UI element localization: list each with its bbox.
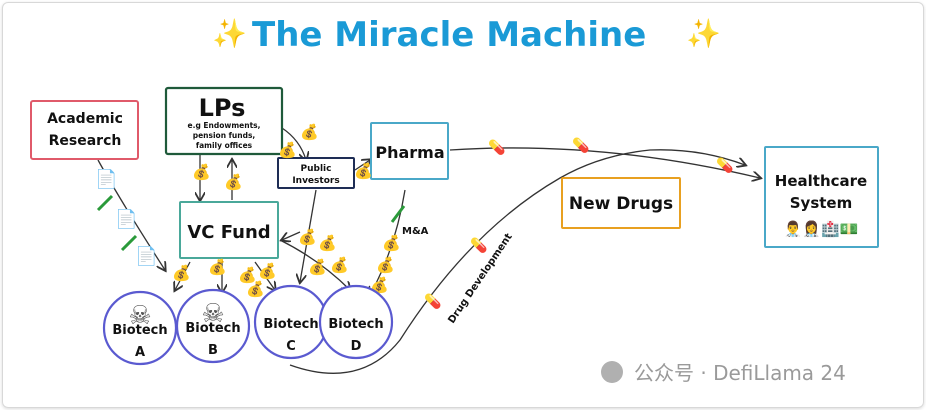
academic-label-2: Research <box>49 133 122 149</box>
biotech-letter-b: B <box>208 343 218 358</box>
pill-icon: 💊 <box>716 156 734 174</box>
lps-label: LPs <box>199 94 246 122</box>
skull-icon: ☠ <box>201 299 224 328</box>
vc-fund-label: VC Fund <box>187 222 270 243</box>
biotech-name-b: Biotech <box>185 321 240 336</box>
arrow-lps-to-public <box>281 127 306 160</box>
document-icon: 📄 <box>95 168 117 189</box>
pill-icon: 💊 <box>572 136 590 154</box>
document-icon: 📄 <box>115 208 137 229</box>
public-label-1: Public <box>301 164 332 174</box>
money-bag-icon: 💰 <box>278 141 297 159</box>
money-bag-icon: 💰 <box>208 258 227 276</box>
pharma-label: Pharma <box>375 143 444 162</box>
ma-label: M&A <box>402 226 429 237</box>
pills: 💊 💊 💊 💊 💊 <box>424 136 734 310</box>
academic-research-box <box>30 100 139 160</box>
arrow-public-to-biotech-c <box>300 189 317 282</box>
academic-label-1: Academic <box>47 111 123 127</box>
lps-box <box>164 86 284 156</box>
money-bag-icon: 💰 <box>300 123 319 141</box>
pill-icon: 💊 <box>470 236 488 254</box>
arrow-back-to-vc <box>282 231 301 240</box>
syringe-icon <box>390 205 406 223</box>
money-bag-icon: 💰 <box>238 266 257 284</box>
money-bag-icon: 💰 <box>192 163 211 181</box>
new-drugs-label: New Drugs <box>569 194 673 214</box>
money-bag-icon: 💰 <box>246 280 265 298</box>
vc-fund-box <box>179 201 279 259</box>
biotech-letter-d: D <box>351 339 362 354</box>
arrow-vc-to-biotech-d <box>279 239 350 290</box>
money-bag-icon: 💰 <box>330 256 349 274</box>
syringe-icon <box>96 194 114 212</box>
money-bag-icon: 💰 <box>298 228 317 246</box>
skull-icon: ☠ <box>128 301 151 330</box>
money-bag-icon: 💰 <box>308 258 327 276</box>
biotech-name-a: Biotech <box>112 323 167 338</box>
money-bag-icon: 💰 <box>376 256 395 274</box>
arrow-public-to-pharma <box>354 160 370 171</box>
watermark-text: 公众号 · DefiLlama 24 <box>634 361 846 385</box>
public-investors-box <box>277 157 355 189</box>
healthcare-icons: 👨‍⚕️👩‍⚕️🏥💵 <box>784 220 859 238</box>
arrow-vc-to-biotech-c <box>254 261 275 290</box>
document-icon: 📄 <box>135 245 157 266</box>
healthcare-label-1: Healthcare <box>775 172 867 190</box>
arrow-drug-development <box>289 149 745 374</box>
money-bag-icon: 💰 <box>224 173 243 191</box>
page-title: The Miracle Machine <box>252 15 646 55</box>
biotech-name-d: Biotech <box>328 317 383 332</box>
wechat-icon <box>601 361 623 383</box>
arrow-academic-to-biotech <box>97 159 165 270</box>
pharma-box <box>370 122 449 180</box>
lps-sub-1: e.g Endowments, <box>188 121 261 130</box>
healthcare-label-2: System <box>790 194 852 212</box>
money-bag-icon: 💰 <box>258 262 277 280</box>
sparkle-icon-left: ✨ <box>212 18 247 50</box>
biotech-name-c: Biotech <box>263 317 318 332</box>
lps-sub-3: family offices <box>196 141 253 150</box>
arrow-vc-to-biotech-a <box>175 261 191 290</box>
biotech-letter-a: A <box>135 345 145 360</box>
biotech-letter-c: C <box>286 339 296 354</box>
lps-sub-2: pension funds, <box>193 131 256 140</box>
healthcare-system-box <box>764 146 879 248</box>
biotech-circle-d <box>318 284 394 360</box>
money-bag-icon: 💰 <box>318 234 337 252</box>
money-bag-icon: 💰 <box>382 234 401 252</box>
public-label-2: Investors <box>292 176 339 186</box>
pill-icon: 💊 <box>488 138 506 156</box>
arrow-pharma-to-healthcare <box>449 147 760 178</box>
money-bag-icon: 💰 <box>172 264 191 282</box>
connector-lines <box>97 127 760 374</box>
pill-icon: 💊 <box>424 292 442 310</box>
sparkle-icon-right: ✨ <box>686 18 721 50</box>
money-bag-icon: 💰 <box>354 162 373 180</box>
biotech-circle-b <box>175 288 251 364</box>
syringe-icon <box>120 234 138 252</box>
new-drugs-box <box>561 177 681 229</box>
money-bags: 💰 💰 💰 💰 💰 💰 💰 💰 💰 💰 💰 💰 💰 💰 💰 💰 💰 <box>172 123 401 298</box>
money-bag-icon: 💰 <box>370 276 389 294</box>
arrow-pharma-ma <box>370 189 406 295</box>
